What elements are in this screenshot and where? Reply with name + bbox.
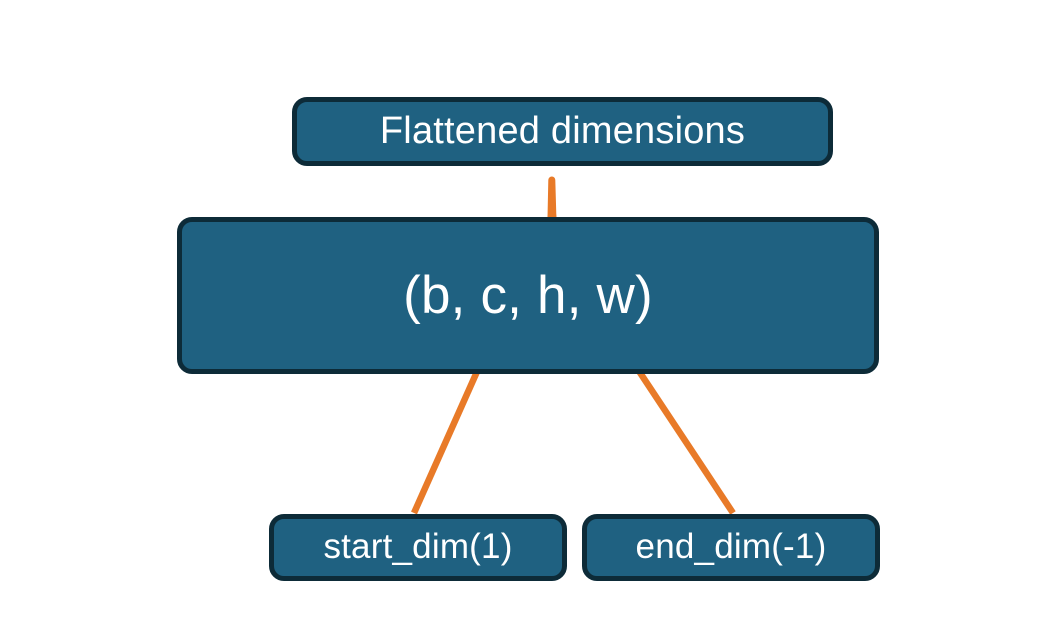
- shape-tuple-label: (b, c, h, w): [403, 265, 653, 325]
- start-dim-label: start_dim(1): [323, 527, 513, 567]
- start-dim-arrow[interactable]: [402, 332, 502, 522]
- start-dim-box[interactable]: start_dim(1): [269, 514, 567, 581]
- end-dim-label: end_dim(-1): [635, 527, 827, 567]
- flattened-dimensions-box[interactable]: Flattened dimensions: [292, 97, 833, 166]
- end-dim-box[interactable]: end_dim(-1): [582, 514, 880, 581]
- end-dim-arrow[interactable]: [608, 332, 740, 522]
- flatten-range-brace[interactable]: [470, 174, 630, 278]
- flattened-dimensions-label: Flattened dimensions: [379, 109, 746, 152]
